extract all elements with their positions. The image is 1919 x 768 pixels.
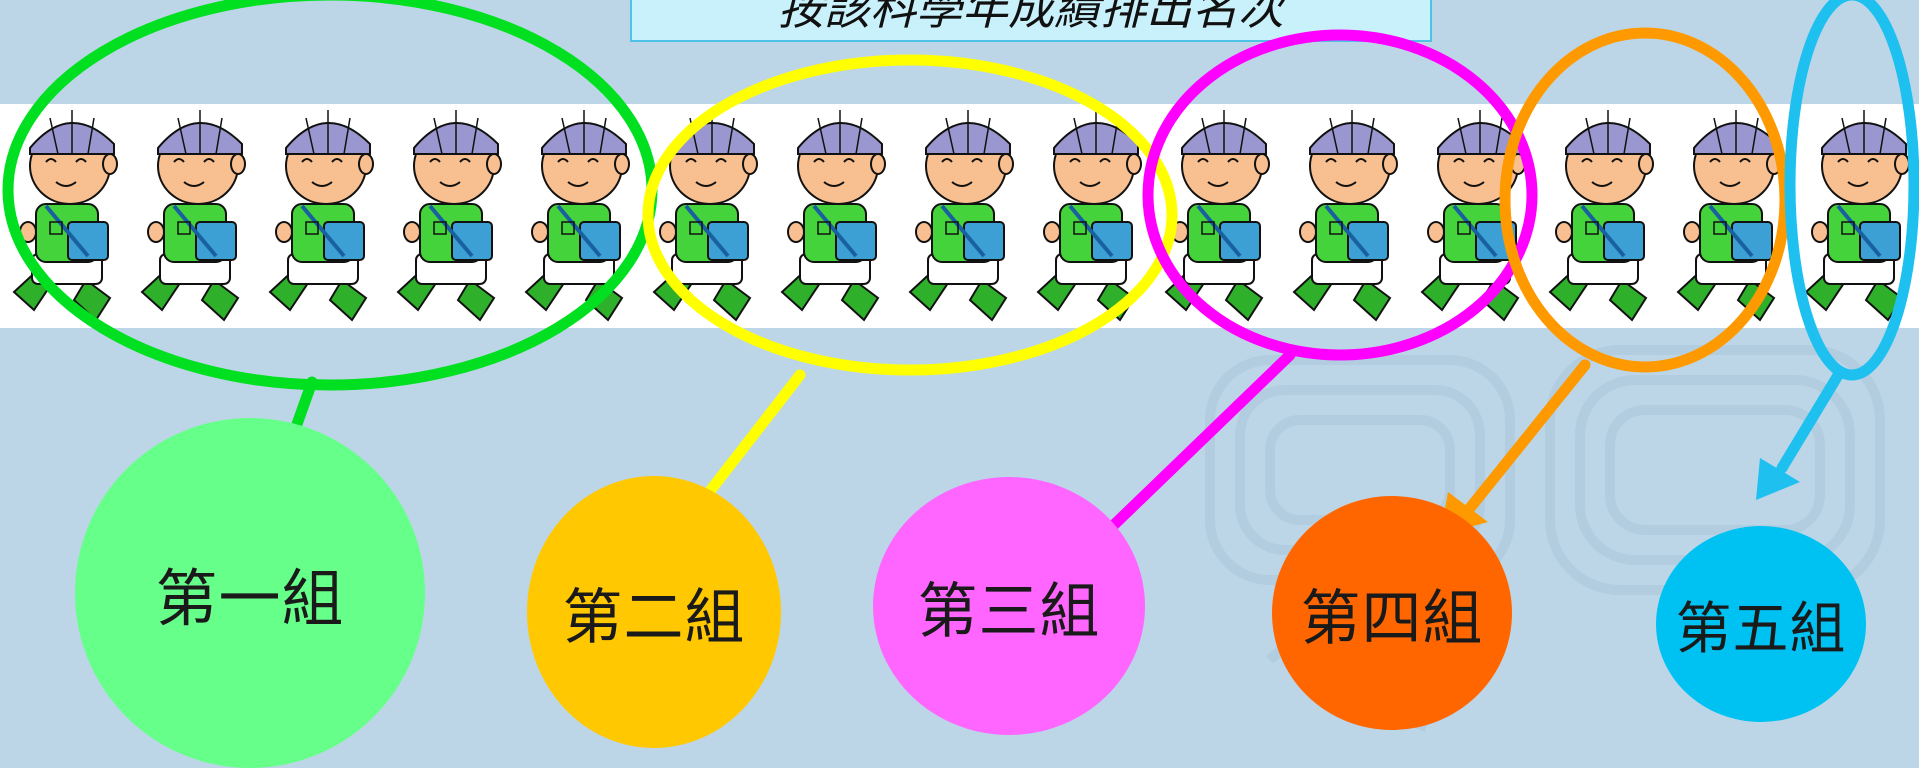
group-2-circle: 第二組 — [527, 476, 781, 748]
group-5-ring — [1784, 0, 1919, 381]
group-4-label: 第四組 — [1300, 583, 1484, 654]
group-5-circle: 第五組 — [1656, 526, 1866, 722]
group-1-circle: 第一組 — [75, 418, 425, 768]
group-1-label: 第一組 — [155, 562, 345, 635]
group-4-circle: 第四組 — [1272, 496, 1512, 730]
arrow-icon — [1440, 359, 1591, 535]
group-3-ring — [1142, 29, 1538, 361]
group-3-label: 第三組 — [917, 576, 1101, 647]
arrow-icon — [1756, 366, 1846, 500]
group-3-circle: 第三組 — [873, 477, 1145, 735]
group-4-ring — [1499, 27, 1791, 373]
group-1-ring — [2, 0, 658, 391]
group-2-label: 第二組 — [562, 582, 746, 653]
group-5-label: 第五組 — [1675, 596, 1847, 662]
group-2-ring — [642, 54, 1178, 376]
